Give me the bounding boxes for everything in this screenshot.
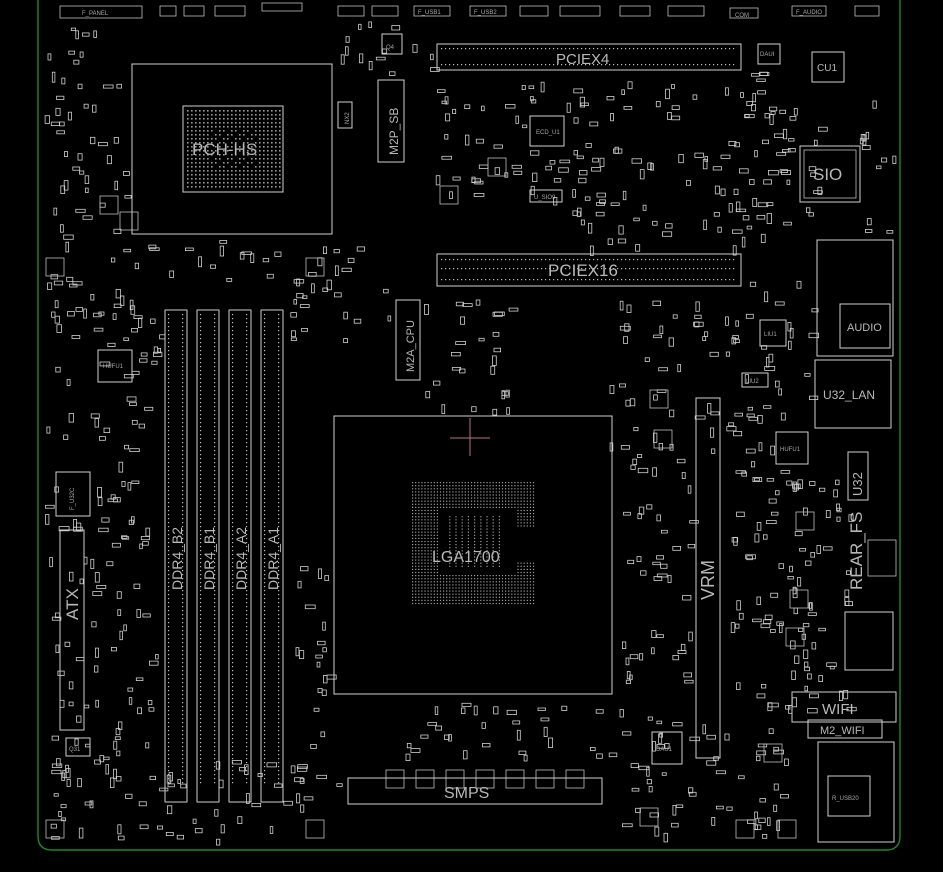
lan-region — [814, 359, 892, 429]
dau1-label: DAU1 — [656, 747, 673, 753]
ddr4-slots — [164, 309, 284, 803]
f-u32c-label: F_U32C — [70, 487, 76, 510]
f-usb1-label: F_USB1 — [418, 10, 441, 16]
pch-label: PCH-HS — [192, 140, 257, 159]
pciex4-label: PCIEX4 — [556, 51, 609, 68]
lan-label: U32_LAN — [823, 388, 875, 402]
pciex4-pins — [441, 48, 735, 66]
rear-usb-region — [817, 741, 895, 843]
liu1-label: LIU1 — [764, 332, 777, 338]
u-sio9-chip — [529, 189, 563, 203]
ecd-u1-chip — [529, 115, 565, 147]
smps-region — [347, 777, 603, 805]
m2p-sb-label: M2P_SB — [387, 108, 401, 155]
cpu-socket-outline — [333, 415, 613, 695]
q31-label: Q31 — [69, 747, 81, 753]
hufu1-right-label: HUFU1 — [780, 447, 801, 453]
ddr4-a2-label: DDR4_A2 — [233, 527, 249, 590]
ddr4-b2-label: DDR4_B2 — [169, 527, 185, 590]
pch-ball-grid — [187, 110, 281, 188]
f-panel-label: F_PANEL — [82, 11, 109, 17]
hufu1-left-chip — [97, 349, 133, 383]
ddr4-b2-slot — [164, 309, 188, 803]
m2p-sb-slot — [377, 79, 405, 163]
liu2-chip — [741, 372, 769, 388]
m2-wifi-slot — [807, 719, 883, 739]
ddr4-a1-slot — [260, 309, 284, 803]
pciex16-slot — [436, 253, 742, 287]
ddr4-a2-slot — [228, 309, 252, 803]
u32-label: U32 — [850, 472, 865, 496]
r-usb20-label: R_USB20 — [832, 796, 859, 802]
u-sio9-label: U_SIO9 — [534, 195, 556, 201]
pch-chip — [182, 105, 284, 193]
daui-chip — [757, 43, 781, 65]
m2a-cpu-label: M2A_CPU — [405, 320, 417, 372]
r-usb20-chip — [827, 775, 871, 817]
atx-label: ATX — [63, 588, 82, 620]
ddr4-b1-label: DDR4_B1 — [201, 527, 217, 590]
liu2-label: LIU2 — [746, 379, 759, 385]
cu1-chip — [811, 51, 845, 83]
ddr4-a1-label: DDR4_A1 — [265, 527, 281, 590]
u32-chip — [847, 451, 869, 501]
q4-chip — [381, 33, 403, 55]
rear-chip — [844, 611, 894, 671]
passive-components — [44, 21, 897, 846]
pch-region — [131, 63, 333, 235]
dau1-chip — [651, 731, 683, 765]
audio-chip — [839, 303, 891, 349]
wifi-label: WIFI — [822, 701, 854, 718]
lga-label: LGA1700 — [432, 549, 500, 566]
m2-wifi-label: M2_WIFI — [820, 725, 865, 737]
hufu1-right-chip — [775, 431, 809, 465]
ecd-u1-label: ECD_U1 — [536, 130, 560, 136]
rear-fs-label: REAR_FS — [847, 512, 866, 590]
pciex16-pins — [441, 259, 735, 281]
nx2-label: NX2 — [345, 112, 351, 124]
sio-chip — [799, 145, 861, 203]
vrm-column — [695, 397, 721, 759]
sio-label: SIO — [813, 165, 842, 184]
nx2-chip — [337, 101, 353, 129]
audio-region — [816, 239, 894, 357]
top-header-strip — [59, 2, 880, 19]
f-usb2-label: F_USB2 — [474, 10, 497, 16]
board-edge — [37, 0, 901, 851]
ddr4-b1-slot — [196, 309, 220, 803]
cu1-label: CU1 — [817, 63, 837, 74]
smps-label: SMPS — [444, 785, 489, 802]
hufu1-left-label: HUFU1 — [103, 364, 124, 370]
vrm-label: VRM — [698, 560, 718, 600]
pciex16-label: PCIEX16 — [548, 261, 618, 280]
q4-label: Q4 — [386, 45, 395, 51]
lga-pin-grid — [412, 482, 535, 605]
f-u32c-connector — [55, 471, 91, 517]
atx-connector — [59, 529, 85, 731]
m2a-cpu-slot — [395, 299, 421, 381]
f-audio-label: F_AUDIO — [796, 10, 822, 16]
liu1-chip — [759, 319, 787, 347]
pciex4-slot — [436, 43, 742, 71]
daui-label: DAUI — [760, 52, 775, 58]
audio-label: AUDIO — [847, 322, 882, 334]
com-label: COM — [735, 13, 749, 19]
